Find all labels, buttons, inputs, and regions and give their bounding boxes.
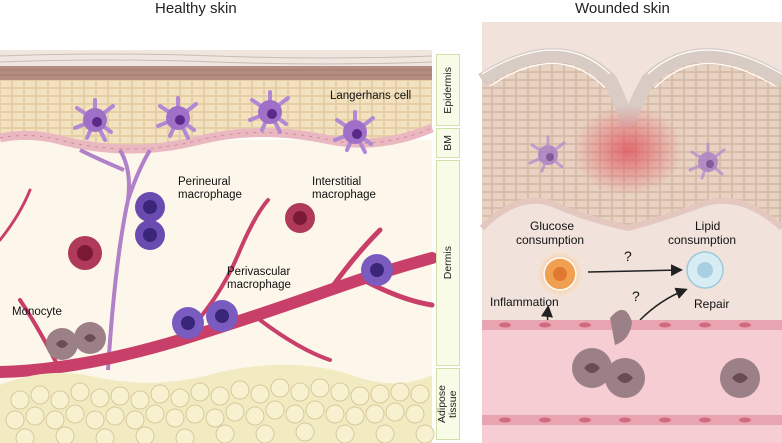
repair-arrow xyxy=(639,287,688,321)
glucose-label-line1: Glucose xyxy=(530,219,575,233)
perivascular-macrophage xyxy=(172,254,393,339)
perivascular-label-line1: Perivascular xyxy=(227,266,291,278)
langerhans-cell xyxy=(333,110,375,154)
wound-langerhans-cell xyxy=(528,135,566,173)
interstitial-label-line1: Interstitial xyxy=(312,176,362,188)
wounded-skin-title: Wounded skin xyxy=(575,0,670,17)
healthy-skin-title: Healthy skin xyxy=(155,0,237,17)
layer-label-dermis: Dermis xyxy=(441,246,454,280)
layer-label-bm: BM xyxy=(441,135,454,151)
perineural-label-line2: macrophage xyxy=(178,189,242,201)
layer-label-epidermis: Epidermis xyxy=(441,66,454,114)
wound-basement-membrane xyxy=(479,197,782,232)
wound-inflamed-area xyxy=(573,105,683,195)
transition-arrow xyxy=(587,264,683,277)
interstitial-macrophage xyxy=(68,203,315,270)
layer-tag-bm: BM xyxy=(436,128,460,158)
langerhans-cell xyxy=(248,90,290,134)
monocyte xyxy=(46,322,106,360)
inflammation-label: Inflammation xyxy=(490,295,559,309)
layer-tag-dermis: Dermis xyxy=(436,160,460,366)
langerhans-cell xyxy=(156,96,198,140)
stratum-corneum xyxy=(0,50,433,85)
lipid-cell-nucleus xyxy=(697,262,713,278)
question-mark-upper: ? xyxy=(624,248,632,264)
adipose-tissue xyxy=(0,364,435,443)
interstitial-label-line2: macrophage xyxy=(312,189,376,201)
extravasating-monocyte xyxy=(572,309,760,398)
perineural-macrophage xyxy=(135,192,165,250)
repair-label: Repair xyxy=(694,297,730,311)
lipid-label-line1: Lipid xyxy=(695,219,721,233)
layer-tag-epidermis: Epidermis xyxy=(436,54,460,126)
lipid-label-line2: consumption xyxy=(668,233,737,247)
glucose-label-line2: consumption xyxy=(516,233,585,247)
perineural-label-line1: Perineural xyxy=(178,176,231,188)
glucose-cell-nucleus xyxy=(553,267,567,281)
question-mark-lower: ? xyxy=(632,288,640,304)
wound-langerhans-cell xyxy=(688,142,726,180)
monocyte-label: Monocyte xyxy=(12,306,62,318)
adipose-line2: tissue xyxy=(447,390,459,418)
nerve-fiber xyxy=(79,148,152,371)
langerhans-label: Langerhans cell xyxy=(330,90,412,102)
langerhans-cell xyxy=(73,98,115,142)
perivascular-label-line2: macrophage xyxy=(227,279,291,291)
